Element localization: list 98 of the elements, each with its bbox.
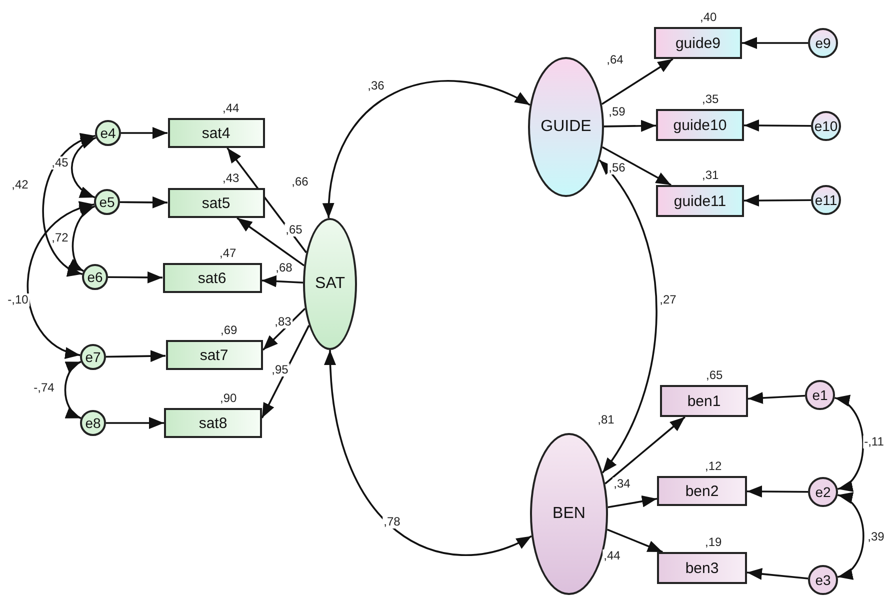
error-term-circle bbox=[82, 264, 108, 290]
variable-label: e8 bbox=[85, 415, 101, 431]
variable-label: e4 bbox=[100, 125, 116, 141]
edge-label: ,39 bbox=[866, 530, 886, 544]
r-squared-label: ,40 bbox=[700, 10, 717, 24]
variable-label: SAT bbox=[315, 275, 345, 293]
r-squared-label: ,69 bbox=[220, 323, 238, 337]
edge-label: ,64 bbox=[606, 54, 624, 66]
edge-label: ,72 bbox=[50, 232, 70, 244]
variable-label: e10 bbox=[814, 118, 838, 134]
error-term-circle bbox=[808, 477, 838, 507]
r-squared-label: ,12 bbox=[705, 459, 722, 473]
edge-label: -,11 bbox=[863, 436, 885, 448]
r-squared-label: ,65 bbox=[706, 368, 723, 382]
covariance-arrow bbox=[71, 136, 96, 198]
covariance-arrow bbox=[42, 134, 96, 275]
r-squared-label: ,31 bbox=[702, 168, 719, 182]
r-squared-label: ,35 bbox=[702, 92, 719, 106]
edge-label: -,10 bbox=[6, 294, 30, 306]
variable-label: e7 bbox=[85, 349, 101, 365]
variable-label: e3 bbox=[815, 572, 831, 588]
r-squared-label: ,90 bbox=[220, 391, 237, 405]
error-term-circle bbox=[808, 565, 838, 595]
error-term-circle bbox=[808, 28, 838, 58]
variable-label: ben3 bbox=[685, 560, 719, 576]
variable-label: e11 bbox=[814, 192, 838, 208]
error-term-circle bbox=[94, 189, 120, 215]
covariance-arrow bbox=[68, 206, 96, 272]
edge-label: ,95 bbox=[270, 364, 290, 376]
edge-label: ,59 bbox=[608, 106, 626, 118]
variable-label: GUIDE bbox=[540, 118, 592, 136]
edge-label: ,56 bbox=[608, 162, 626, 174]
path-arrow bbox=[121, 127, 168, 139]
variable-label: sat4 bbox=[202, 124, 230, 142]
path-arrow bbox=[606, 528, 663, 553]
r-squared-label: ,47 bbox=[220, 246, 236, 260]
edge-label: ,27 bbox=[658, 294, 678, 306]
edge-label: ,42 bbox=[10, 178, 30, 192]
edge-label: ,65 bbox=[284, 224, 304, 236]
edge-label: ,81 bbox=[596, 414, 616, 426]
path-arrow bbox=[608, 495, 658, 508]
path-arrow bbox=[742, 37, 808, 49]
variable-label: sat5 bbox=[202, 194, 230, 212]
path-arrow bbox=[261, 275, 304, 288]
variable-label: sat8 bbox=[198, 414, 228, 432]
error-term-circle bbox=[80, 410, 106, 436]
variable-label: sat7 bbox=[200, 346, 228, 364]
path-arrow bbox=[746, 568, 808, 580]
path-arrow bbox=[602, 146, 672, 186]
path-arrow bbox=[236, 217, 305, 266]
path-arrow bbox=[748, 392, 806, 404]
variable-label: e1 bbox=[812, 387, 828, 403]
error-term-circle bbox=[811, 185, 841, 215]
edge-label: ,68 bbox=[274, 262, 294, 274]
edge-label: ,36 bbox=[366, 80, 386, 92]
path-arrow bbox=[747, 486, 808, 498]
error-term-circle bbox=[80, 344, 106, 370]
edge-label: ,45 bbox=[50, 156, 70, 170]
variable-label: e6 bbox=[87, 269, 103, 285]
error-term-circle bbox=[95, 120, 121, 146]
r-squared-label: ,44 bbox=[222, 101, 240, 115]
variable-label: sat6 bbox=[198, 270, 226, 286]
covariance-arrow bbox=[64, 360, 82, 420]
variable-label: ben2 bbox=[685, 482, 719, 500]
edge-label: ,34 bbox=[612, 478, 632, 490]
edge-label: -,74 bbox=[32, 382, 56, 394]
edge-label: ,66 bbox=[290, 176, 310, 188]
r-squared-label: ,19 bbox=[705, 535, 722, 549]
edge-label: ,78 bbox=[382, 516, 402, 528]
variable-label: guide11 bbox=[674, 192, 726, 210]
path-arrow bbox=[120, 196, 168, 208]
variable-label: ben1 bbox=[687, 392, 721, 410]
path-arrow bbox=[261, 325, 310, 418]
covariance-arrow bbox=[834, 397, 864, 490]
path-arrow bbox=[604, 120, 656, 132]
path-arrow bbox=[604, 416, 686, 484]
edge-label: ,83 bbox=[274, 316, 292, 328]
path-arrow bbox=[226, 147, 307, 254]
error-term-circle bbox=[805, 380, 835, 410]
path-arrow bbox=[108, 271, 162, 284]
variable-label: e2 bbox=[815, 484, 831, 500]
covariance-arrow bbox=[26, 203, 94, 357]
covariance-arrow bbox=[598, 160, 658, 474]
path-arrow bbox=[744, 119, 811, 132]
path-arrow bbox=[106, 350, 166, 362]
r-squared-label: ,43 bbox=[222, 171, 240, 185]
variable-label: e5 bbox=[99, 194, 115, 210]
covariance-arrow bbox=[324, 350, 532, 556]
variable-label: BEN bbox=[552, 505, 586, 523]
covariance-arrow bbox=[324, 80, 530, 218]
covariance-arrow bbox=[837, 494, 864, 578]
variable-label: guide10 bbox=[673, 116, 727, 134]
error-term-circle bbox=[811, 111, 841, 141]
edge-label: ,44 bbox=[602, 550, 622, 562]
variable-label: e9 bbox=[815, 35, 831, 51]
variable-label: guide9 bbox=[675, 34, 721, 52]
path-arrow bbox=[744, 194, 811, 207]
path-arrow bbox=[106, 417, 164, 429]
